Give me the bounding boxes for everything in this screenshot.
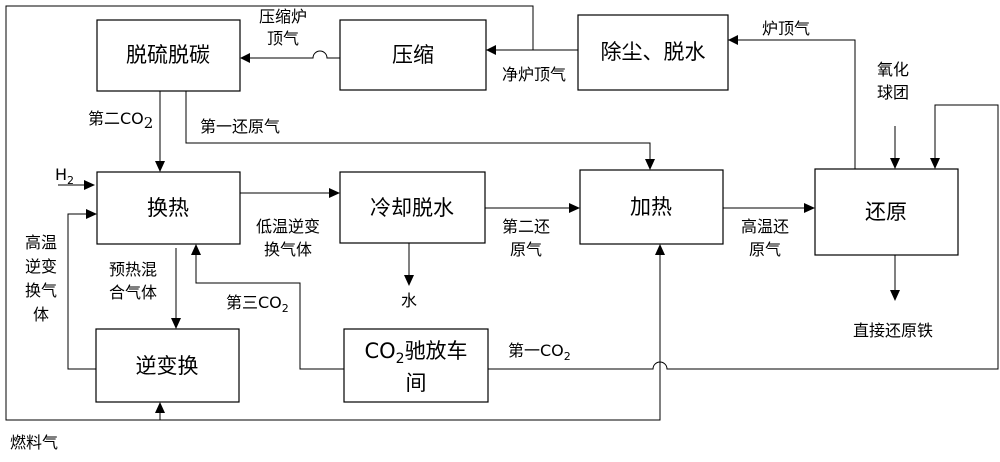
arrow-into-dedust — [728, 35, 738, 45]
relax-box-line2: 间 — [406, 371, 427, 395]
label-top-gas: 炉顶气 — [762, 19, 810, 38]
stream-labels: 压缩炉 顶气 净炉顶气 炉顶气 氧化 球团 第二CO2 第一还原气 H2 低温逆… — [10, 7, 933, 452]
label-h2-sub: 2 — [67, 174, 74, 187]
label-first-reducing-gas: 第一还原气 — [200, 117, 280, 136]
relax-sub-text: 2 — [396, 351, 405, 367]
label-third-co2-text: 第三CO — [226, 293, 282, 312]
first-co2-line — [488, 104, 999, 370]
label-preheat-2: 合气体 — [109, 283, 157, 302]
arrow-fuel-into-heating — [655, 244, 665, 255]
label-clean-gas: 净炉顶气 — [502, 65, 566, 84]
label-high-temp-reverse-1: 高温 — [25, 233, 57, 252]
label-second-reducing-2: 原气 — [510, 240, 542, 259]
arrow-into-desulf — [240, 53, 250, 63]
label-fuel-gas: 燃料气 — [10, 433, 58, 452]
label-pellet-1: 氧化 — [877, 60, 909, 79]
relax-box-line1: CO2驰放车 — [364, 339, 467, 367]
label-third-co2-sub: 2 — [282, 302, 289, 315]
reduction-box-label: 还原 — [865, 200, 907, 224]
top-gas-line — [728, 39, 856, 172]
heating-box-label: 加热 — [630, 195, 672, 219]
relax-rest-text: 驰放车 — [405, 339, 468, 363]
arrow-into-reduction — [804, 203, 815, 213]
relax-co-text: CO — [364, 339, 395, 363]
label-preheat-1: 预热混 — [109, 260, 157, 279]
reverse-box-label: 逆变换 — [136, 354, 199, 378]
cooling-box-label: 冷却脱水 — [370, 196, 454, 220]
label-second-co2: 第二CO2 — [88, 109, 153, 132]
arrow-loop-into-reduction — [930, 158, 940, 169]
fuel-gas-loop-line — [5, 5, 534, 421]
arrow-into-heating — [569, 203, 580, 213]
label-dri: 直接还原铁 — [853, 321, 933, 340]
compressed-gas-line — [249, 50, 340, 59]
arrow-h2-into-heatex — [84, 180, 95, 190]
label-second-co2-sub: 2 — [144, 114, 154, 132]
arrow-second-co2-into-heatex — [155, 161, 165, 172]
label-second-co2-text: 第二CO — [88, 109, 144, 128]
label-water: 水 — [401, 291, 417, 310]
arrow-first-reducing-into-heating — [645, 159, 655, 170]
label-high-temp-reducing-2: 原气 — [749, 240, 781, 259]
compress-box: 压缩 — [339, 19, 487, 91]
desulf-box-label: 脱硫脱碳 — [126, 43, 210, 67]
heatex-box: 换热 — [96, 171, 241, 245]
label-h2: H2 — [55, 165, 74, 187]
arrow-into-compress — [486, 45, 496, 55]
dedust-box-label: 除尘、脱水 — [601, 40, 706, 64]
fuel-to-heating-line — [160, 254, 661, 421]
label-compressed-gas-1: 压缩炉 — [259, 7, 307, 26]
label-h2-text: H — [55, 165, 67, 184]
heatex-box-label: 换热 — [147, 196, 189, 220]
third-co2-line — [195, 254, 344, 370]
cooling-box: 冷却脱水 — [339, 171, 486, 244]
relax-box: CO2驰放车 间 — [343, 328, 489, 403]
arrow-into-cooling — [329, 188, 340, 198]
desulf-box: 脱硫脱碳 — [96, 19, 241, 92]
label-high-temp-reverse-4: 体 — [33, 305, 49, 324]
label-high-temp-reverse-3: 换气 — [25, 281, 57, 300]
dedust-box: 除尘、脱水 — [577, 14, 729, 91]
arrow-reverse-gas-into-heatex — [86, 209, 97, 219]
arrow-water-out — [404, 275, 414, 286]
compress-box-label: 压缩 — [392, 43, 434, 67]
arrow-preheat-into-reverse — [171, 318, 181, 329]
label-first-co2: 第一CO2 — [508, 341, 571, 363]
reverse-box: 逆变换 — [95, 328, 240, 403]
label-first-co2-sub: 2 — [564, 350, 571, 363]
arrow-fuel-into-reverse — [155, 402, 165, 413]
label-third-co2: 第三CO2 — [226, 293, 289, 315]
label-low-temp-1: 低温逆变 — [256, 217, 320, 236]
connector-lines — [5, 5, 999, 421]
arrowheads — [84, 35, 940, 413]
high-temp-reverse-gas-line — [67, 213, 96, 370]
label-first-co2-text: 第一CO — [508, 341, 564, 360]
label-compressed-gas-2: 顶气 — [267, 29, 299, 48]
label-high-temp-reverse-2: 逆变 — [25, 257, 57, 276]
arrow-third-co2-into-heatex — [191, 244, 201, 255]
reduction-box: 还原 — [814, 168, 959, 256]
label-pellet-2: 球团 — [877, 83, 909, 102]
label-second-reducing-1: 第二还 — [502, 217, 550, 236]
label-high-temp-reducing-1: 高温还 — [741, 217, 789, 236]
heating-box: 加热 — [579, 169, 724, 245]
arrow-dri-out — [890, 290, 900, 301]
first-reducing-gas-line — [185, 91, 651, 160]
arrow-pellet-into-reduction — [890, 158, 900, 169]
label-low-temp-2: 换气体 — [264, 240, 312, 259]
